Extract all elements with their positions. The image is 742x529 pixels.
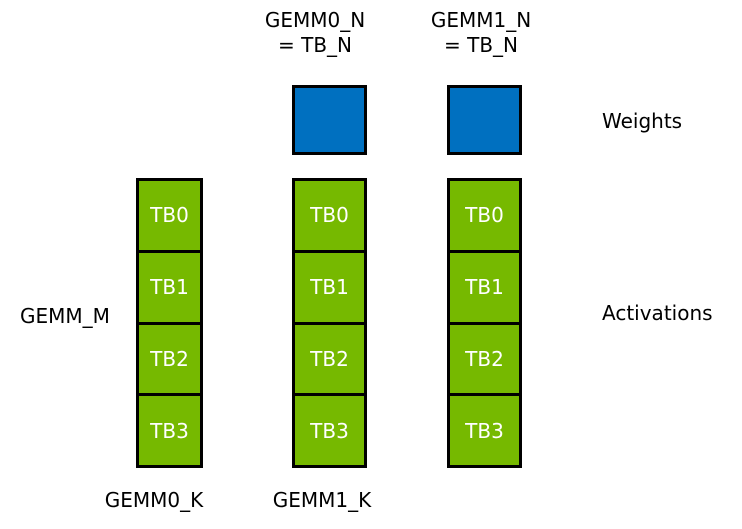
tb-cell: TB0: [295, 181, 364, 253]
gemm0-k-label: GEMM0_K: [104, 488, 204, 512]
tb-cell: TB2: [139, 325, 200, 397]
gemm0-n-header-line2: = TB_N: [277, 33, 352, 57]
gemm1-weight-tile: [447, 85, 522, 155]
gemm0-n-header-line1: GEMM0_N: [264, 8, 366, 32]
weights-label: Weights: [602, 109, 683, 133]
activation-column-0: TB0 TB1 TB2 TB3: [136, 178, 203, 468]
activations-label: Activations: [602, 301, 713, 325]
activation-column-1: TB0 TB1 TB2 TB3: [292, 178, 367, 468]
gemm1-n-header-line1: GEMM1_N: [430, 8, 532, 32]
tb-cell: TB2: [450, 325, 519, 397]
gemm1-k-label: GEMM1_K: [272, 488, 372, 512]
tb-cell: TB2: [295, 325, 364, 397]
gemm0-weight-tile: [292, 85, 367, 155]
gemm1-n-header-line2: = TB_N: [443, 33, 518, 57]
activation-column-2: TB0 TB1 TB2 TB3: [447, 178, 522, 468]
tb-cell: TB0: [450, 181, 519, 253]
gemm0-n-header: GEMM0_N = TB_N: [230, 8, 400, 58]
tb-cell: TB3: [150, 418, 189, 443]
tb-cell: TB1: [450, 253, 519, 325]
tb-cell: TB1: [295, 253, 364, 325]
tb-cell: TB3: [310, 418, 349, 443]
tb-cell: TB0: [139, 181, 200, 253]
gemm-m-label: GEMM_M: [20, 304, 110, 328]
tb-cell: TB3: [465, 418, 504, 443]
gemm1-n-header: GEMM1_N = TB_N: [396, 8, 566, 58]
tb-cell: TB1: [139, 253, 200, 325]
